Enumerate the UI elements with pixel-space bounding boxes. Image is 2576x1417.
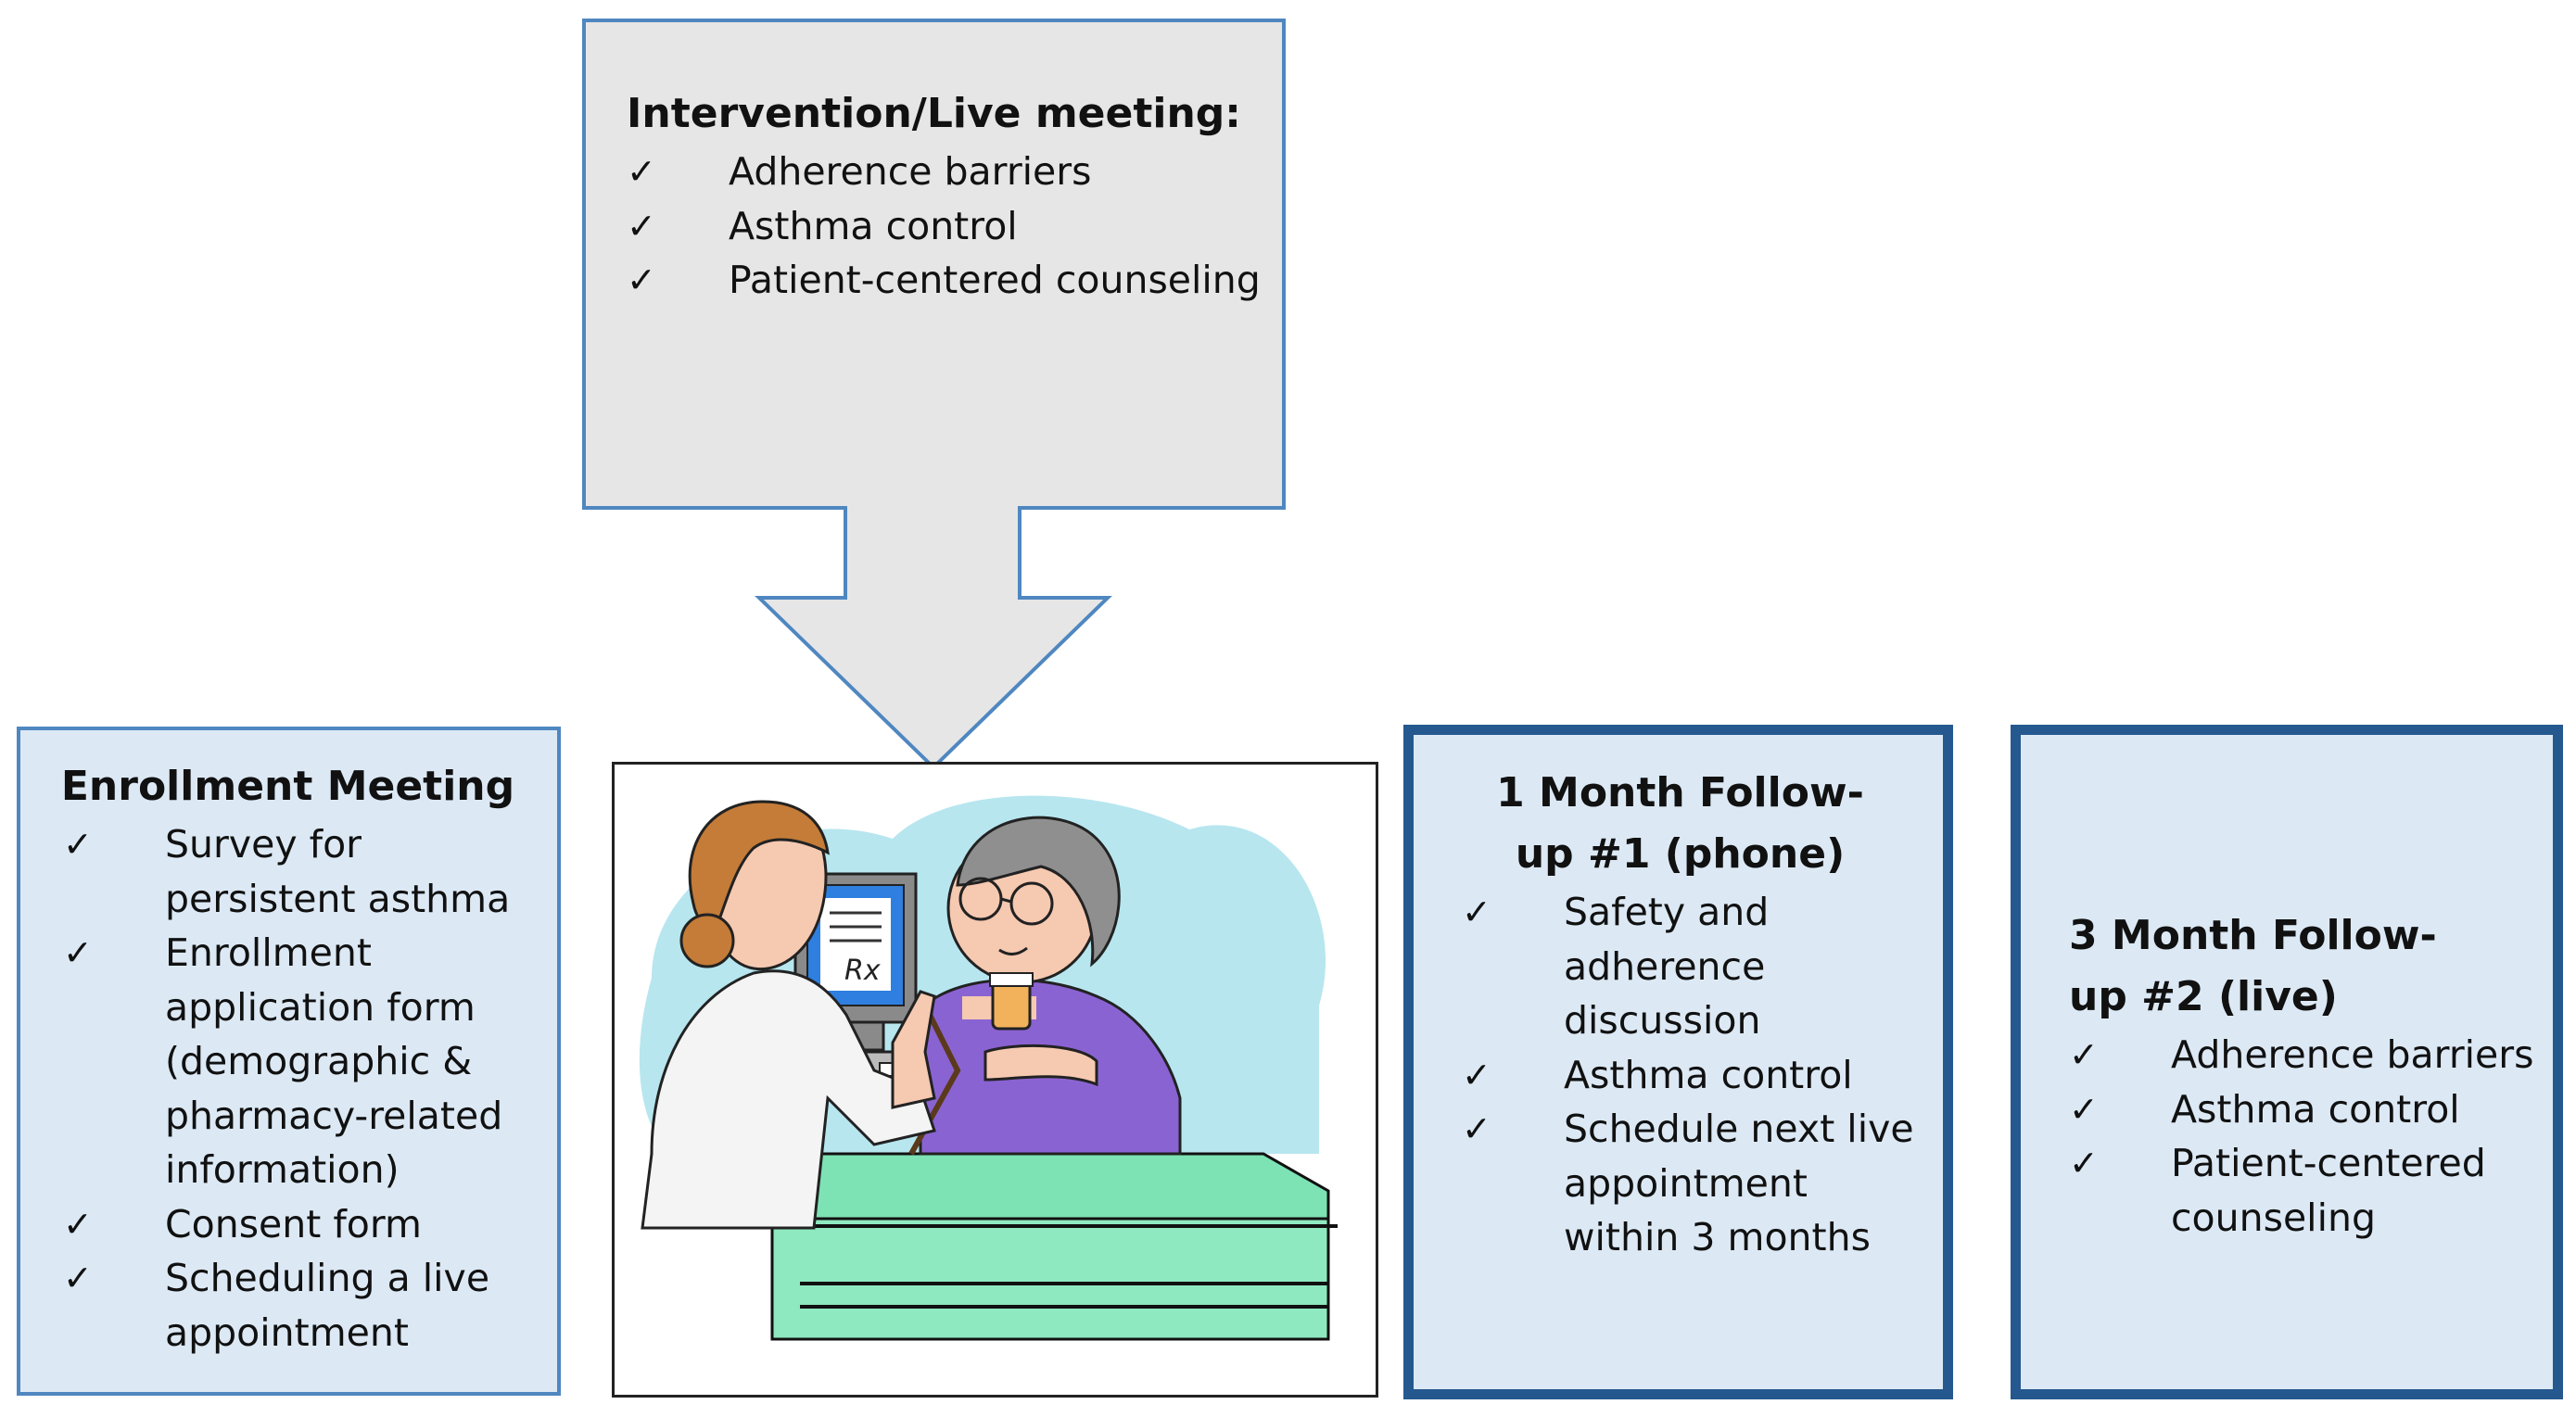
checklist-item-text: Asthma control <box>2171 1086 2460 1132</box>
check-icon: ✓ <box>1462 1108 1491 1149</box>
checklist-item: ✓ Schedule next live appointment within 3… <box>1462 1102 1926 1265</box>
checklist-item: ✓ Asthma control <box>1462 1048 1926 1103</box>
checklist-item-text: Adherence barriers <box>2171 1032 2534 1077</box>
checklist-item-text: Asthma control <box>1564 1052 1853 1097</box>
intervention-title: Intervention/Live meeting: <box>627 90 1241 137</box>
pharmacist-figure <box>641 800 936 1230</box>
followup3-list: ✓ Adherence barriers ✓ Asthma control ✓ Patie… <box>2069 1028 2534 1245</box>
counter-front <box>770 1217 1330 1341</box>
intervention-callout: Intervention/Live meeting: ✓ Adherence ba… <box>627 83 1275 308</box>
check-icon: ✓ <box>627 205 656 247</box>
checklist-item: ✓ Safety and adherence discussion <box>1462 885 1926 1048</box>
checklist-item-text: Adherence barriers <box>729 149 1092 194</box>
checklist-item-text: Scheduling a live appointment <box>165 1256 490 1355</box>
checklist-item: ✓ Adherence barriers <box>2069 1028 2534 1082</box>
checklist-item: ✓ Survey for persistent asthma <box>63 817 535 926</box>
enrollment-list: ✓ Survey for persistent asthma ✓ Enrollment… <box>63 817 535 1360</box>
check-icon: ✓ <box>627 259 656 300</box>
followup3-box: 3 Month Follow-up #2 (live) ✓ Adherence b… <box>2011 725 2563 1399</box>
check-icon: ✓ <box>2069 1034 2099 1075</box>
checklist-item: ✓ Adherence barriers <box>627 145 1275 199</box>
check-icon: ✓ <box>1462 1054 1491 1095</box>
checklist-item: ✓ Patient-centered counseling <box>2069 1136 2534 1245</box>
pharmacist-illustration: Rx <box>639 795 1338 1341</box>
rx-label: Rx <box>844 955 881 987</box>
check-icon: ✓ <box>2069 1088 2099 1130</box>
followup1-list: ✓ Safety and adherence discussion ✓ Asthma … <box>1462 885 1926 1265</box>
checklist-item-text: Schedule next live appointment within 3 … <box>1564 1107 1914 1259</box>
followup3-title: 3 Month Follow-up #2 (live) <box>2069 912 2437 1020</box>
check-icon: ✓ <box>627 151 656 192</box>
followup1-title: 1 Month Follow-up #1 (phone) <box>1496 769 1864 878</box>
enrollment-title: Enrollment Meeting <box>60 763 515 810</box>
check-icon: ✓ <box>63 1258 93 1298</box>
intervention-list: ✓ Adherence barriers ✓ Asthma control ✓ Patie… <box>627 145 1275 308</box>
followup1-box: 1 Month Follow-up #1 (phone) ✓ Safety and… <box>1403 725 1953 1399</box>
checklist-item-text: Patient-centered counseling <box>2171 1141 2486 1240</box>
checklist-item-text: Enrollment application form (demographic… <box>165 930 503 1192</box>
checklist-item-text: Patient-centered counseling <box>729 258 1261 302</box>
checklist-item: ✓ Asthma control <box>627 199 1275 254</box>
check-icon: ✓ <box>63 932 93 973</box>
patient-figure <box>908 816 1182 1156</box>
checklist-item: ✓ Enrollment application form (demographi… <box>63 926 535 1197</box>
checklist-item-text: Asthma control <box>729 203 1018 248</box>
checklist-item-text: Survey for persistent asthma <box>165 822 511 921</box>
checklist-item: ✓ Consent form <box>63 1197 535 1252</box>
check-icon: ✓ <box>63 1203 93 1245</box>
check-icon: ✓ <box>1462 892 1491 932</box>
check-icon: ✓ <box>63 824 93 865</box>
enrollment-box: Enrollment Meeting ✓ Survey for persisten… <box>17 727 561 1396</box>
checklist-item-text: Safety and adherence discussion <box>1564 890 1770 1043</box>
checklist-item: ✓ Patient-centered counseling <box>627 253 1275 308</box>
checklist-item: ✓ Asthma control <box>2069 1082 2534 1137</box>
checklist-item-text: Consent form <box>165 1201 422 1246</box>
check-icon: ✓ <box>2069 1143 2099 1183</box>
checklist-item: ✓ Scheduling a live appointment <box>63 1251 535 1360</box>
